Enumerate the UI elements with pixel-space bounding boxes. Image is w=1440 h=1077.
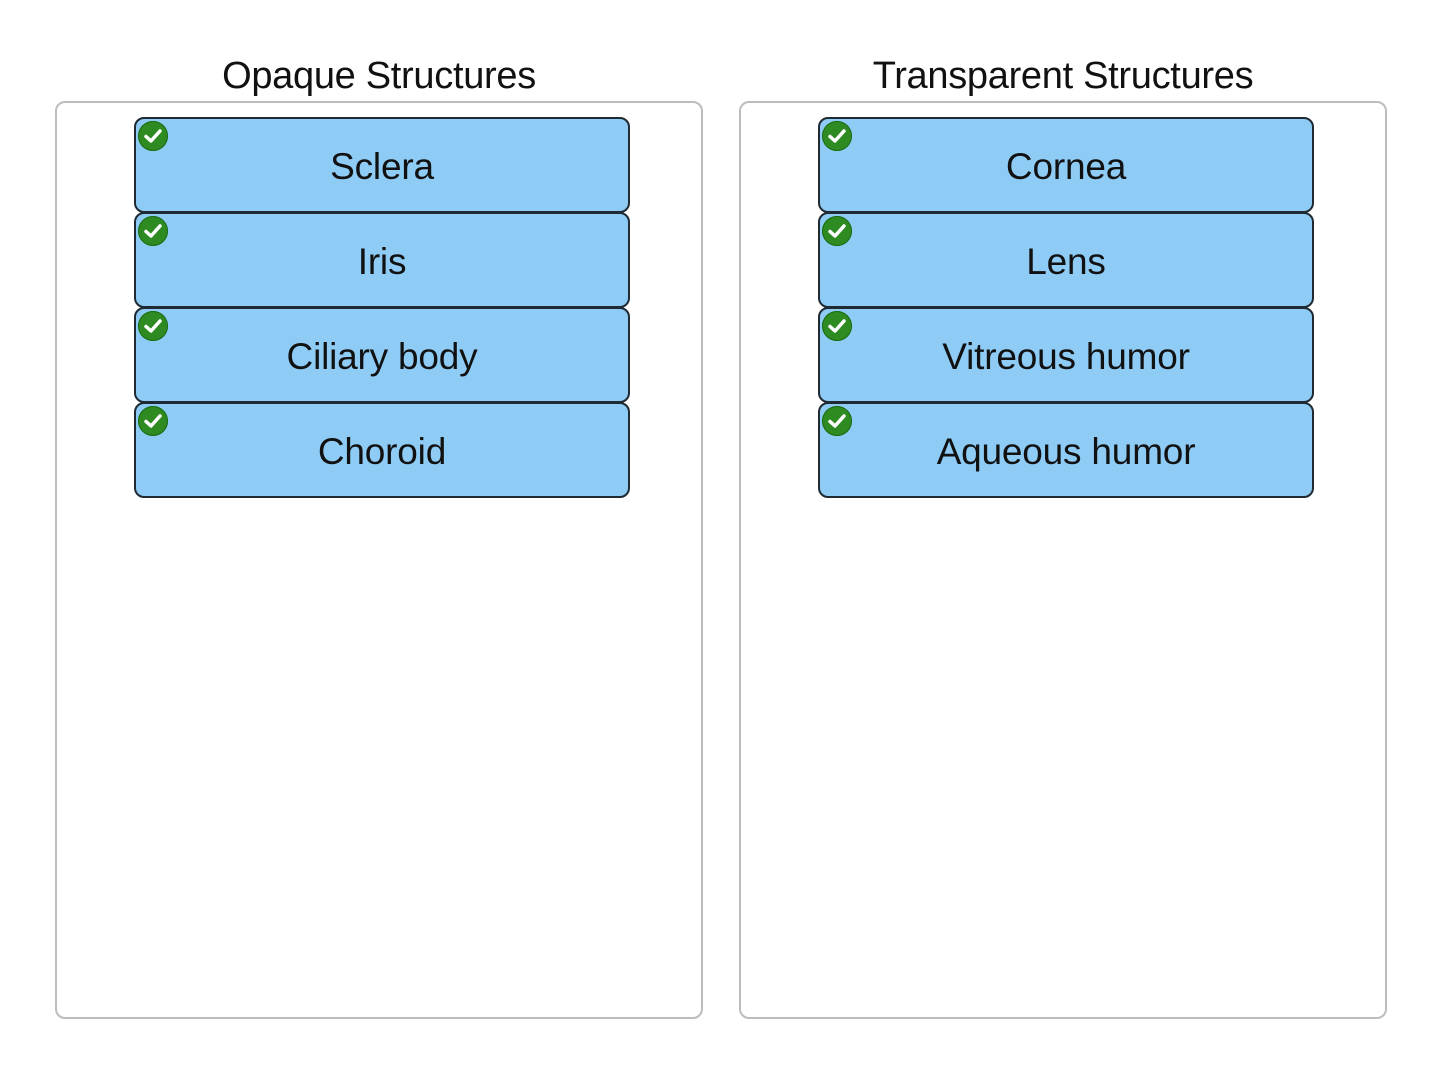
item-label: Sclera xyxy=(330,146,434,187)
draggable-item[interactable]: Aqueous humor xyxy=(818,402,1314,498)
check-circle-icon xyxy=(138,121,168,151)
check-circle-icon xyxy=(138,311,168,341)
item-label: Iris xyxy=(357,241,407,282)
draggable-item[interactable]: Vitreous humor xyxy=(818,307,1314,403)
draggable-item[interactable]: Choroid xyxy=(134,402,630,498)
check-circle-icon xyxy=(138,216,168,246)
item-label: Lens xyxy=(1026,241,1106,282)
item-list: Sclera Iris Ciliary body Choroid xyxy=(134,117,630,498)
item-list: Cornea Lens Vitreous humor Aqueous humor xyxy=(818,117,1314,498)
check-circle-icon xyxy=(822,121,852,151)
draggable-item[interactable]: Lens xyxy=(818,212,1314,308)
draggable-item[interactable]: Cornea xyxy=(818,117,1314,213)
draggable-item[interactable]: Ciliary body xyxy=(134,307,630,403)
item-label: Aqueous humor xyxy=(936,431,1196,472)
item-label: Ciliary body xyxy=(286,336,478,377)
bucket-title: Transparent Structures xyxy=(872,55,1254,97)
bucket-title: Opaque Structures xyxy=(222,55,536,97)
check-circle-icon xyxy=(822,406,852,436)
drop-zone-transparent[interactable]: Cornea Lens Vitreous humor Aqueous humor xyxy=(739,101,1387,1019)
check-circle-icon xyxy=(822,311,852,341)
check-circle-icon xyxy=(822,216,852,246)
draggable-item[interactable]: Sclera xyxy=(134,117,630,213)
drop-zone-opaque[interactable]: Sclera Iris Ciliary body Choroid xyxy=(55,101,703,1019)
draggable-item[interactable]: Iris xyxy=(134,212,630,308)
check-circle-icon xyxy=(138,406,168,436)
item-label: Choroid xyxy=(317,431,447,472)
item-label: Cornea xyxy=(1005,146,1127,187)
item-label: Vitreous humor xyxy=(942,336,1190,377)
